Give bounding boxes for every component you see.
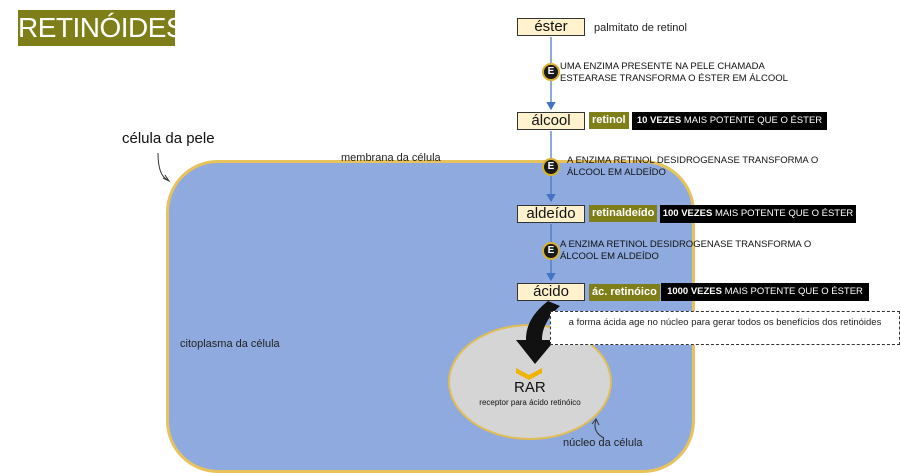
stage-aldehyde-box: aldeído [517, 205, 585, 223]
black-curved-arrow-icon [516, 301, 560, 364]
nucleus-label: núcleo da célula [563, 437, 643, 449]
step-1-text: UMA ENZIMA PRESENTE NA PELE CHAMADA ESTE… [560, 61, 788, 85]
rar-label: RAR [514, 379, 546, 396]
stage-acid-potency: 1000 VEZES MAIS POTENTE QUE O ÉSTER [661, 283, 869, 301]
curved-arrow-icon [157, 152, 169, 181]
step-2-line-2: ÁLCOOL EM ALDEÍDO [567, 167, 666, 178]
rar-description: receptor para ácido retinóico [479, 398, 581, 407]
nucleus-note: a forma ácida age no núcleo para gerar t… [550, 311, 900, 345]
step-1-line-1: UMA ENZIMA PRESENTE NA PELE CHAMADA [560, 61, 765, 72]
chevron-down-icon [516, 368, 542, 380]
stage-alcohol-box: álcool [517, 112, 585, 130]
stage-acid-form: ác. retinóico [589, 284, 660, 301]
stage-ester-box: éster [517, 18, 585, 36]
stage-acid-box: ácido [517, 283, 585, 301]
nucleus-pointer-icon [594, 419, 605, 439]
enzyme-icon: E [542, 63, 560, 81]
step-2-text: A ENZIMA RETINOL DESIDROGENASE TRANSFORM… [567, 155, 818, 179]
potency-bold: 10 VEZES [636, 115, 682, 126]
potency-rest: MAIS POTENTE QUE O ÉSTER [721, 286, 863, 297]
cytoplasm-label: citoplasma da célula [180, 338, 280, 350]
step-1-line-2: ESTEARASE TRANSFORMA O ÉSTER EM ÁLCOOL [560, 73, 788, 84]
stage-alcohol-form: retinol [589, 112, 629, 129]
stage-aldehyde-form: retinaldeído [589, 205, 658, 222]
potency-bold: 100 VEZES [662, 208, 713, 219]
potency-rest: MAIS POTENTE QUE O ÉSTER [712, 208, 854, 219]
membrane-label: membrana da célula [341, 152, 441, 164]
step-3-text: A ENZIMA RETINOL DESIDROGENASE TRANSFORM… [560, 239, 811, 263]
step-3-line-1: A ENZIMA RETINOL DESIDROGENASE TRANSFORM… [560, 239, 812, 250]
potency-bold: 1000 VEZES [667, 286, 722, 297]
enzyme-icon: E [542, 158, 560, 176]
stage-ester-form: palmitato de retinol [594, 22, 687, 34]
stage-aldehyde-potency: 100 VEZES MAIS POTENTE QUE O ÉSTER [660, 205, 856, 223]
skin-cell-label: célula da pele [122, 130, 215, 147]
page-title: RETINÓIDES [18, 10, 185, 46]
stage-alcohol-potency: 10 VEZES MAIS POTENTE QUE O ÉSTER [632, 112, 827, 130]
potency-rest: MAIS POTENTE QUE O ÉSTER [681, 115, 823, 126]
enzyme-icon: E [542, 242, 560, 260]
step-2-line-1: A ENZIMA RETINOL DESIDROGENASE TRANSFORM… [567, 155, 819, 166]
step-3-line-2: ÁLCOOL EM ALDEÍDO [560, 251, 659, 262]
